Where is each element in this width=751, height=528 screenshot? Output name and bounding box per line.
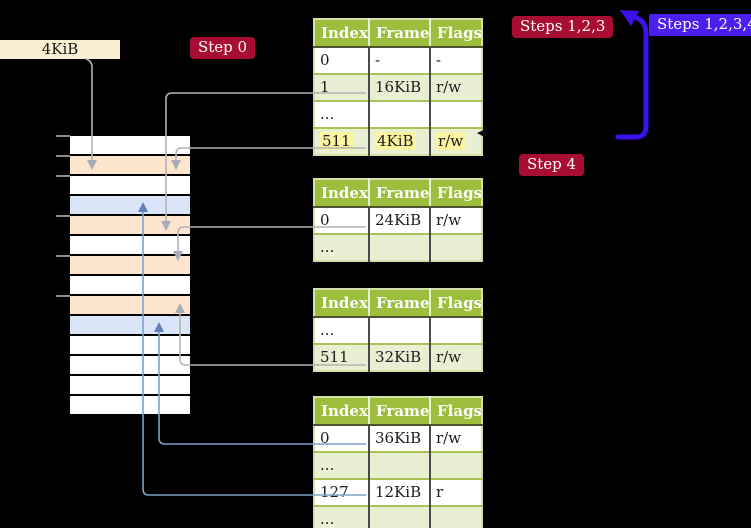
table-cell [369,233,431,261]
table-cell: 32KiB [369,343,431,371]
table-row: ... [314,505,482,528]
memory-tick [56,215,70,217]
column-header: Frame [369,19,431,48]
table-cell: 0 [314,46,370,74]
table-row: ... [314,100,482,128]
table-row: ... [314,316,482,344]
table-cell: r [430,478,482,506]
table-cell [369,100,431,128]
table-cell: 4KiB [369,127,431,155]
steps-123-label: Steps 1,2,3 [512,16,614,38]
table-cell: 16KiB [369,73,431,101]
table-cell [430,100,482,128]
memory-tick [56,175,70,177]
table-cell: 127 [314,478,370,506]
memory-frame-cell [70,276,190,294]
table-cell: r/w [430,127,482,155]
table-cell: 511 [314,127,370,155]
table-cell: 0 [314,206,370,234]
table-cell: 12KiB [369,478,431,506]
column-header: Flags [430,19,482,48]
memory-frame-cell [70,396,190,414]
highlighted-value: 511 [320,132,353,150]
table-cell: - [430,46,482,74]
table-cell: r/w [430,206,482,234]
memory-tick [56,255,70,257]
memory-frame-cell [70,316,190,334]
column-header: Index [314,19,370,48]
column-header: Flags [430,397,482,426]
step4-label: Step 4 [519,154,585,176]
table-cell: 36KiB [369,424,431,452]
table-row: 511 4KiB r/w [314,127,482,155]
frame-size-label: 4KiB [0,40,120,59]
table-cell [430,451,482,479]
memory-frame-cell [70,156,190,174]
physical-memory-strip [70,134,190,416]
highlighted-value: r/w [436,132,466,150]
memory-frame-cell [70,216,190,234]
column-header: Index [314,289,370,318]
memory-frame-cell [70,236,190,254]
column-header: Flags [430,179,482,208]
table-cell: r/w [430,424,482,452]
table-cell: ... [314,451,370,479]
column-header: Flags [430,289,482,318]
table-cell: 0 [314,424,370,452]
column-header: Frame [369,179,431,208]
memory-frame-cell [70,376,190,394]
table-cell: ... [314,505,370,528]
memory-tick [56,135,70,137]
table-cell: - [369,46,431,74]
column-header: Frame [369,289,431,318]
table-cell [369,451,431,479]
memory-frame-cell [70,256,190,274]
table-row: ... [314,233,482,261]
column-header: Index [314,179,370,208]
table-cell: ... [314,100,370,128]
memory-frame-cell [70,296,190,314]
memory-frame-cell [70,176,190,194]
table-row: 0-- [314,46,482,74]
step0-label: Step 0 [190,37,256,59]
table-cell [369,505,431,528]
column-header: Index [314,397,370,426]
highlighted-value: 4KiB [375,132,416,150]
table-cell: 24KiB [369,206,431,234]
column-header: Frame [369,397,431,426]
table-cell: r/w [430,73,482,101]
memory-frame-cell [70,356,190,374]
memory-tick [56,295,70,297]
memory-frame-cell [70,136,190,154]
table-cell: ... [314,316,370,344]
table-cell: ... [314,233,370,261]
memory-frame-cell [70,196,190,214]
table-row: ... [314,451,482,479]
table-cell [430,316,482,344]
table-cell: 1 [314,73,370,101]
table-cell [430,233,482,261]
table-cell: r/w [430,343,482,371]
table-cell [369,316,431,344]
steps-1234-label: Steps 1,2,3,4 [649,14,751,36]
table-cell: 511 [314,343,370,371]
table-cell [430,505,482,528]
memory-tick [56,155,70,157]
big-loop-arrow [615,10,649,140]
memory-frame-cell [70,336,190,354]
